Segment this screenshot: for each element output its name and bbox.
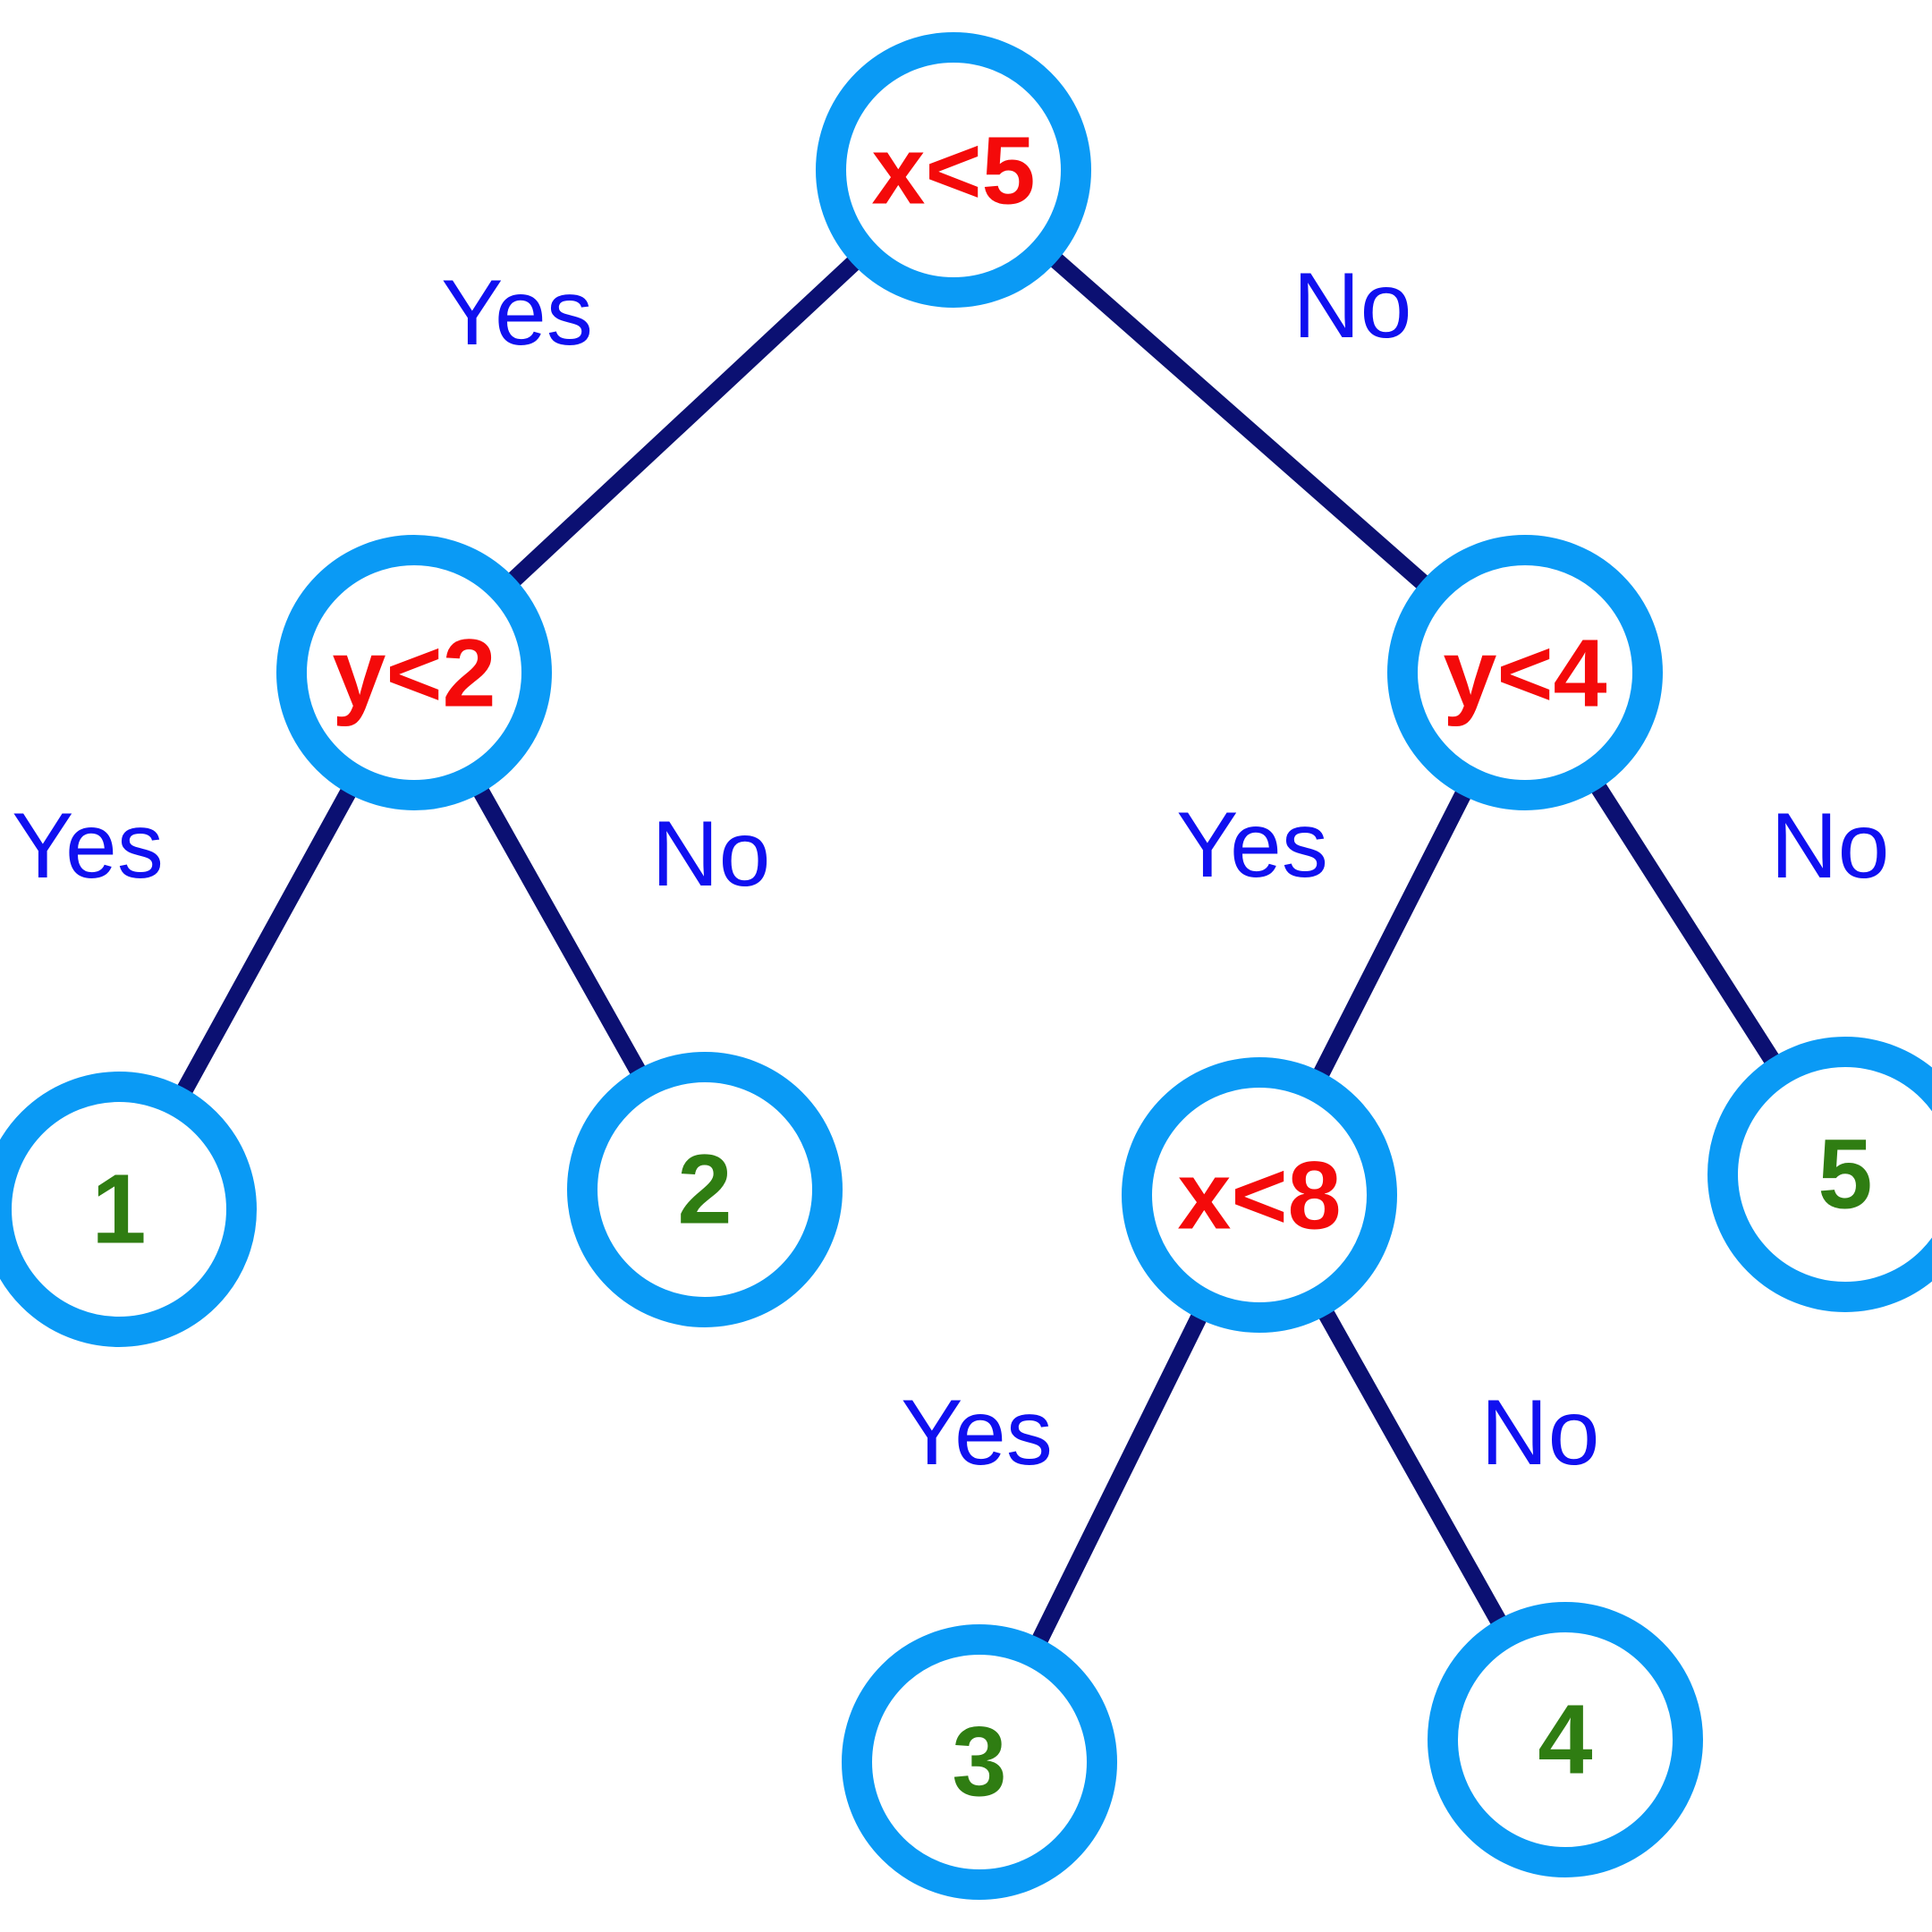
node-ring-right-split xyxy=(1387,535,1663,810)
node-label-inner-split: x<8 xyxy=(1177,1141,1341,1250)
node-label-leaf-1: 1 xyxy=(91,1155,146,1265)
node-ring-leaf-2 xyxy=(567,1052,843,1327)
node-left-split: y<2 xyxy=(276,535,552,810)
node-root: x<5 xyxy=(816,32,1091,308)
node-label-left-split: y<2 xyxy=(332,619,496,727)
node-leaf-4: 4 xyxy=(1428,1602,1703,1877)
edge-label-left-split-to-leaf-2: No xyxy=(652,802,771,906)
node-leaf-2: 2 xyxy=(567,1052,843,1327)
node-ring-leaf-3 xyxy=(842,1624,1117,1900)
edges-layer xyxy=(170,244,1787,1657)
edge-root-to-right-split xyxy=(1039,244,1439,598)
edge-inner-split-to-leaf-4 xyxy=(1311,1297,1513,1638)
edge-inner-split-to-leaf-3 xyxy=(1026,1301,1213,1657)
node-right-split: y<4 xyxy=(1387,535,1663,810)
edge-right-split-to-inner-split xyxy=(1307,777,1478,1090)
edge-right-split-to-leaf-5 xyxy=(1583,771,1787,1076)
edge-label-right-split-to-leaf-5: No xyxy=(1771,794,1890,898)
edge-label-right-split-to-inner-split: Yes xyxy=(1176,793,1328,897)
edge-root-to-left-split xyxy=(497,247,870,596)
node-label-leaf-2: 2 xyxy=(677,1135,732,1245)
node-ring-root xyxy=(816,32,1091,308)
edge-label-root-to-left-split: Yes xyxy=(441,261,593,365)
node-label-right-split: y<4 xyxy=(1443,619,1606,727)
edge-label-inner-split-to-leaf-3: Yes xyxy=(901,1381,1053,1485)
edge-label-left-split-to-leaf-1: Yes xyxy=(12,794,164,898)
node-label-root: x<5 xyxy=(871,116,1035,225)
edge-label-root-to-right-split: No xyxy=(1293,254,1412,358)
edge-label-inner-split-to-leaf-4: No xyxy=(1481,1381,1600,1485)
edge-left-split-to-leaf-2 xyxy=(466,775,653,1088)
edge-left-split-to-leaf-1 xyxy=(170,775,363,1106)
node-label-leaf-5: 5 xyxy=(1818,1120,1872,1230)
node-inner-split: x<8 xyxy=(1122,1057,1397,1333)
node-ring-leaf-1 xyxy=(0,1072,257,1347)
node-leaf-1: 1 xyxy=(0,1072,257,1347)
nodes-layer: x<5 y<2 y<4 1 2 x<8 5 3 4 xyxy=(0,32,1932,1900)
node-ring-left-split xyxy=(276,535,552,810)
node-ring-inner-split xyxy=(1122,1057,1397,1333)
node-leaf-3: 3 xyxy=(842,1624,1117,1900)
node-label-leaf-3: 3 xyxy=(952,1707,1006,1818)
node-ring-leaf-4 xyxy=(1428,1602,1703,1877)
node-label-leaf-4: 4 xyxy=(1538,1685,1592,1795)
node-ring-leaf-5 xyxy=(1707,1037,1932,1312)
node-leaf-5: 5 xyxy=(1707,1037,1932,1312)
